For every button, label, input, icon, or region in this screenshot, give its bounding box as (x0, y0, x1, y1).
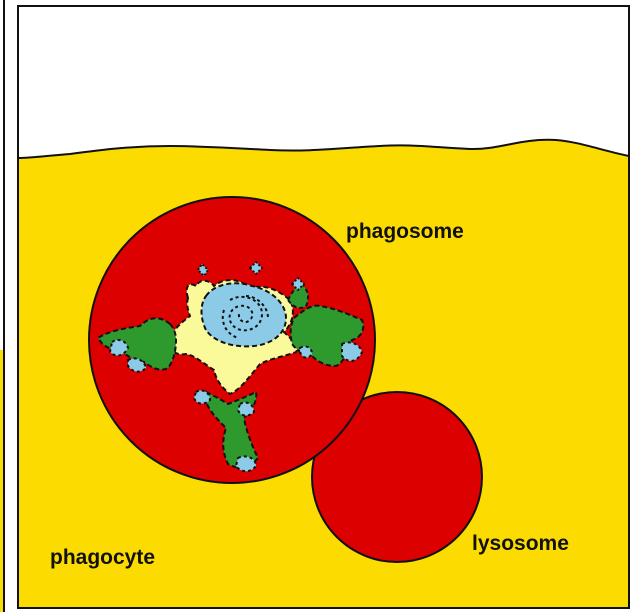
extracellular-space (18, 6, 629, 158)
phagocyte-label: phagocyte (50, 546, 155, 569)
phagosome-label: phagosome (346, 220, 464, 243)
lysosome-label: lysosome (472, 532, 569, 555)
fragment-left-1 (110, 340, 128, 355)
